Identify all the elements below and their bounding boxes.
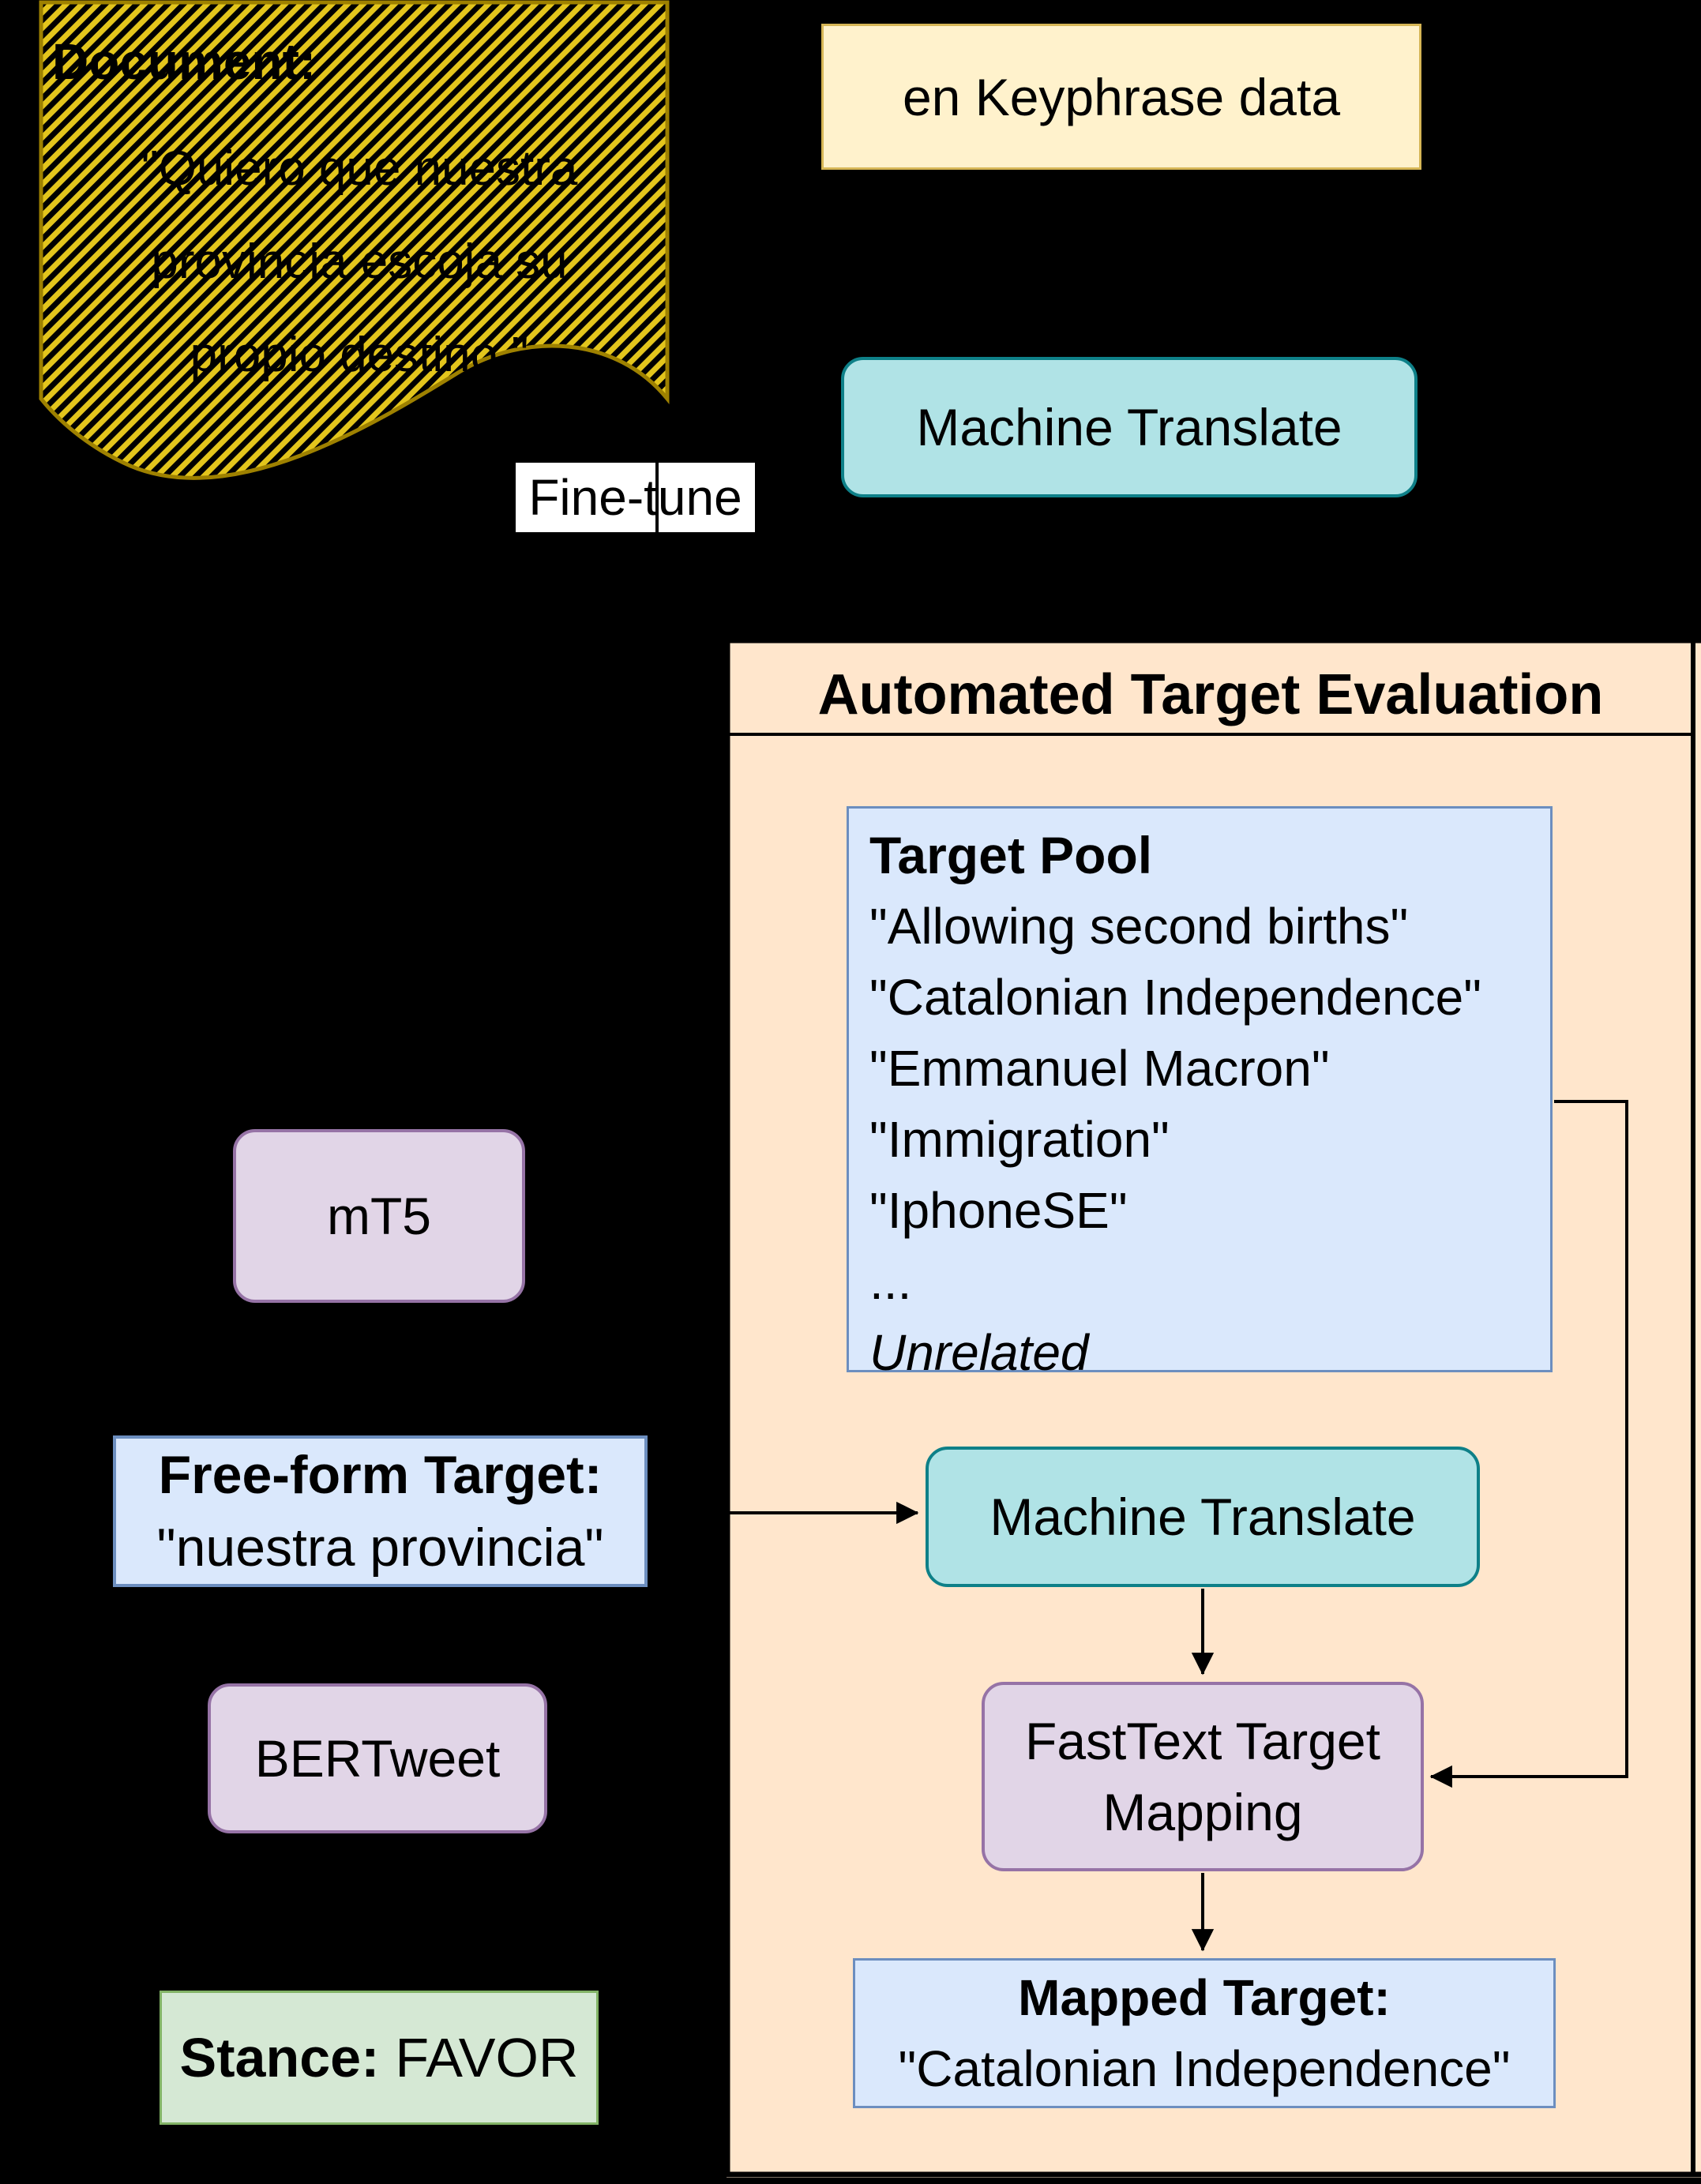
document-text-line3: propio destino." [190, 328, 529, 382]
mapped-target-title: Mapped Target: [1018, 1969, 1391, 2026]
machine-translate-top-box: Machine Translate [841, 357, 1418, 497]
target-pool-item: Unrelated [869, 1324, 1089, 1381]
mt5-model-box: mT5 [233, 1129, 525, 1303]
bertweet-model-box: BERTweet [208, 1683, 547, 1833]
document-shape [39, 0, 670, 480]
target-pool-item: "Emmanuel Macron" [869, 1040, 1330, 1097]
panel-title: Automated Target Evaluation [817, 663, 1604, 726]
document-title: Document: [52, 33, 316, 90]
target-pool-title: Target Pool [869, 826, 1153, 884]
fine-tune-label: Fine-tune [516, 463, 755, 532]
document-text-line2: provincia escoja su [151, 235, 567, 289]
target-pool-item: "Catalonian Independence" [869, 969, 1481, 1026]
mapped-target-box: Mapped Target: "Catalonian Independence" [853, 1958, 1556, 2108]
target-pool-item: ... [869, 1253, 912, 1310]
target-pool-item: "Immigration" [869, 1111, 1170, 1168]
stance-label: Stance: [179, 2027, 380, 2088]
mapped-target-value: "Catalonian Independence" [898, 2040, 1511, 2097]
free-form-target-box: Free-form Target: "nuestra provincia" [113, 1435, 648, 1587]
document-text-line1: "Quiero que nuestra [141, 141, 578, 196]
stance-result-box: Stance: FAVOR [160, 1991, 599, 2125]
en-keyphrase-data-box: en Keyphrase data [821, 24, 1421, 170]
free-form-target-value: "nuestra provincia" [156, 1518, 604, 1578]
target-pool-item: "Allowing second births" [869, 898, 1409, 955]
machine-translate-inner-box: Machine Translate [926, 1447, 1480, 1587]
free-form-target-title: Free-form Target: [158, 1445, 603, 1505]
fasttext-target-mapping-box: FastText Target Mapping [982, 1682, 1424, 1871]
stance-value: FAVOR [395, 2027, 579, 2088]
target-pool-item: "IphoneSE" [869, 1182, 1128, 1239]
target-pool-box: Target Pool "Allowing second births" "Ca… [847, 806, 1553, 1381]
